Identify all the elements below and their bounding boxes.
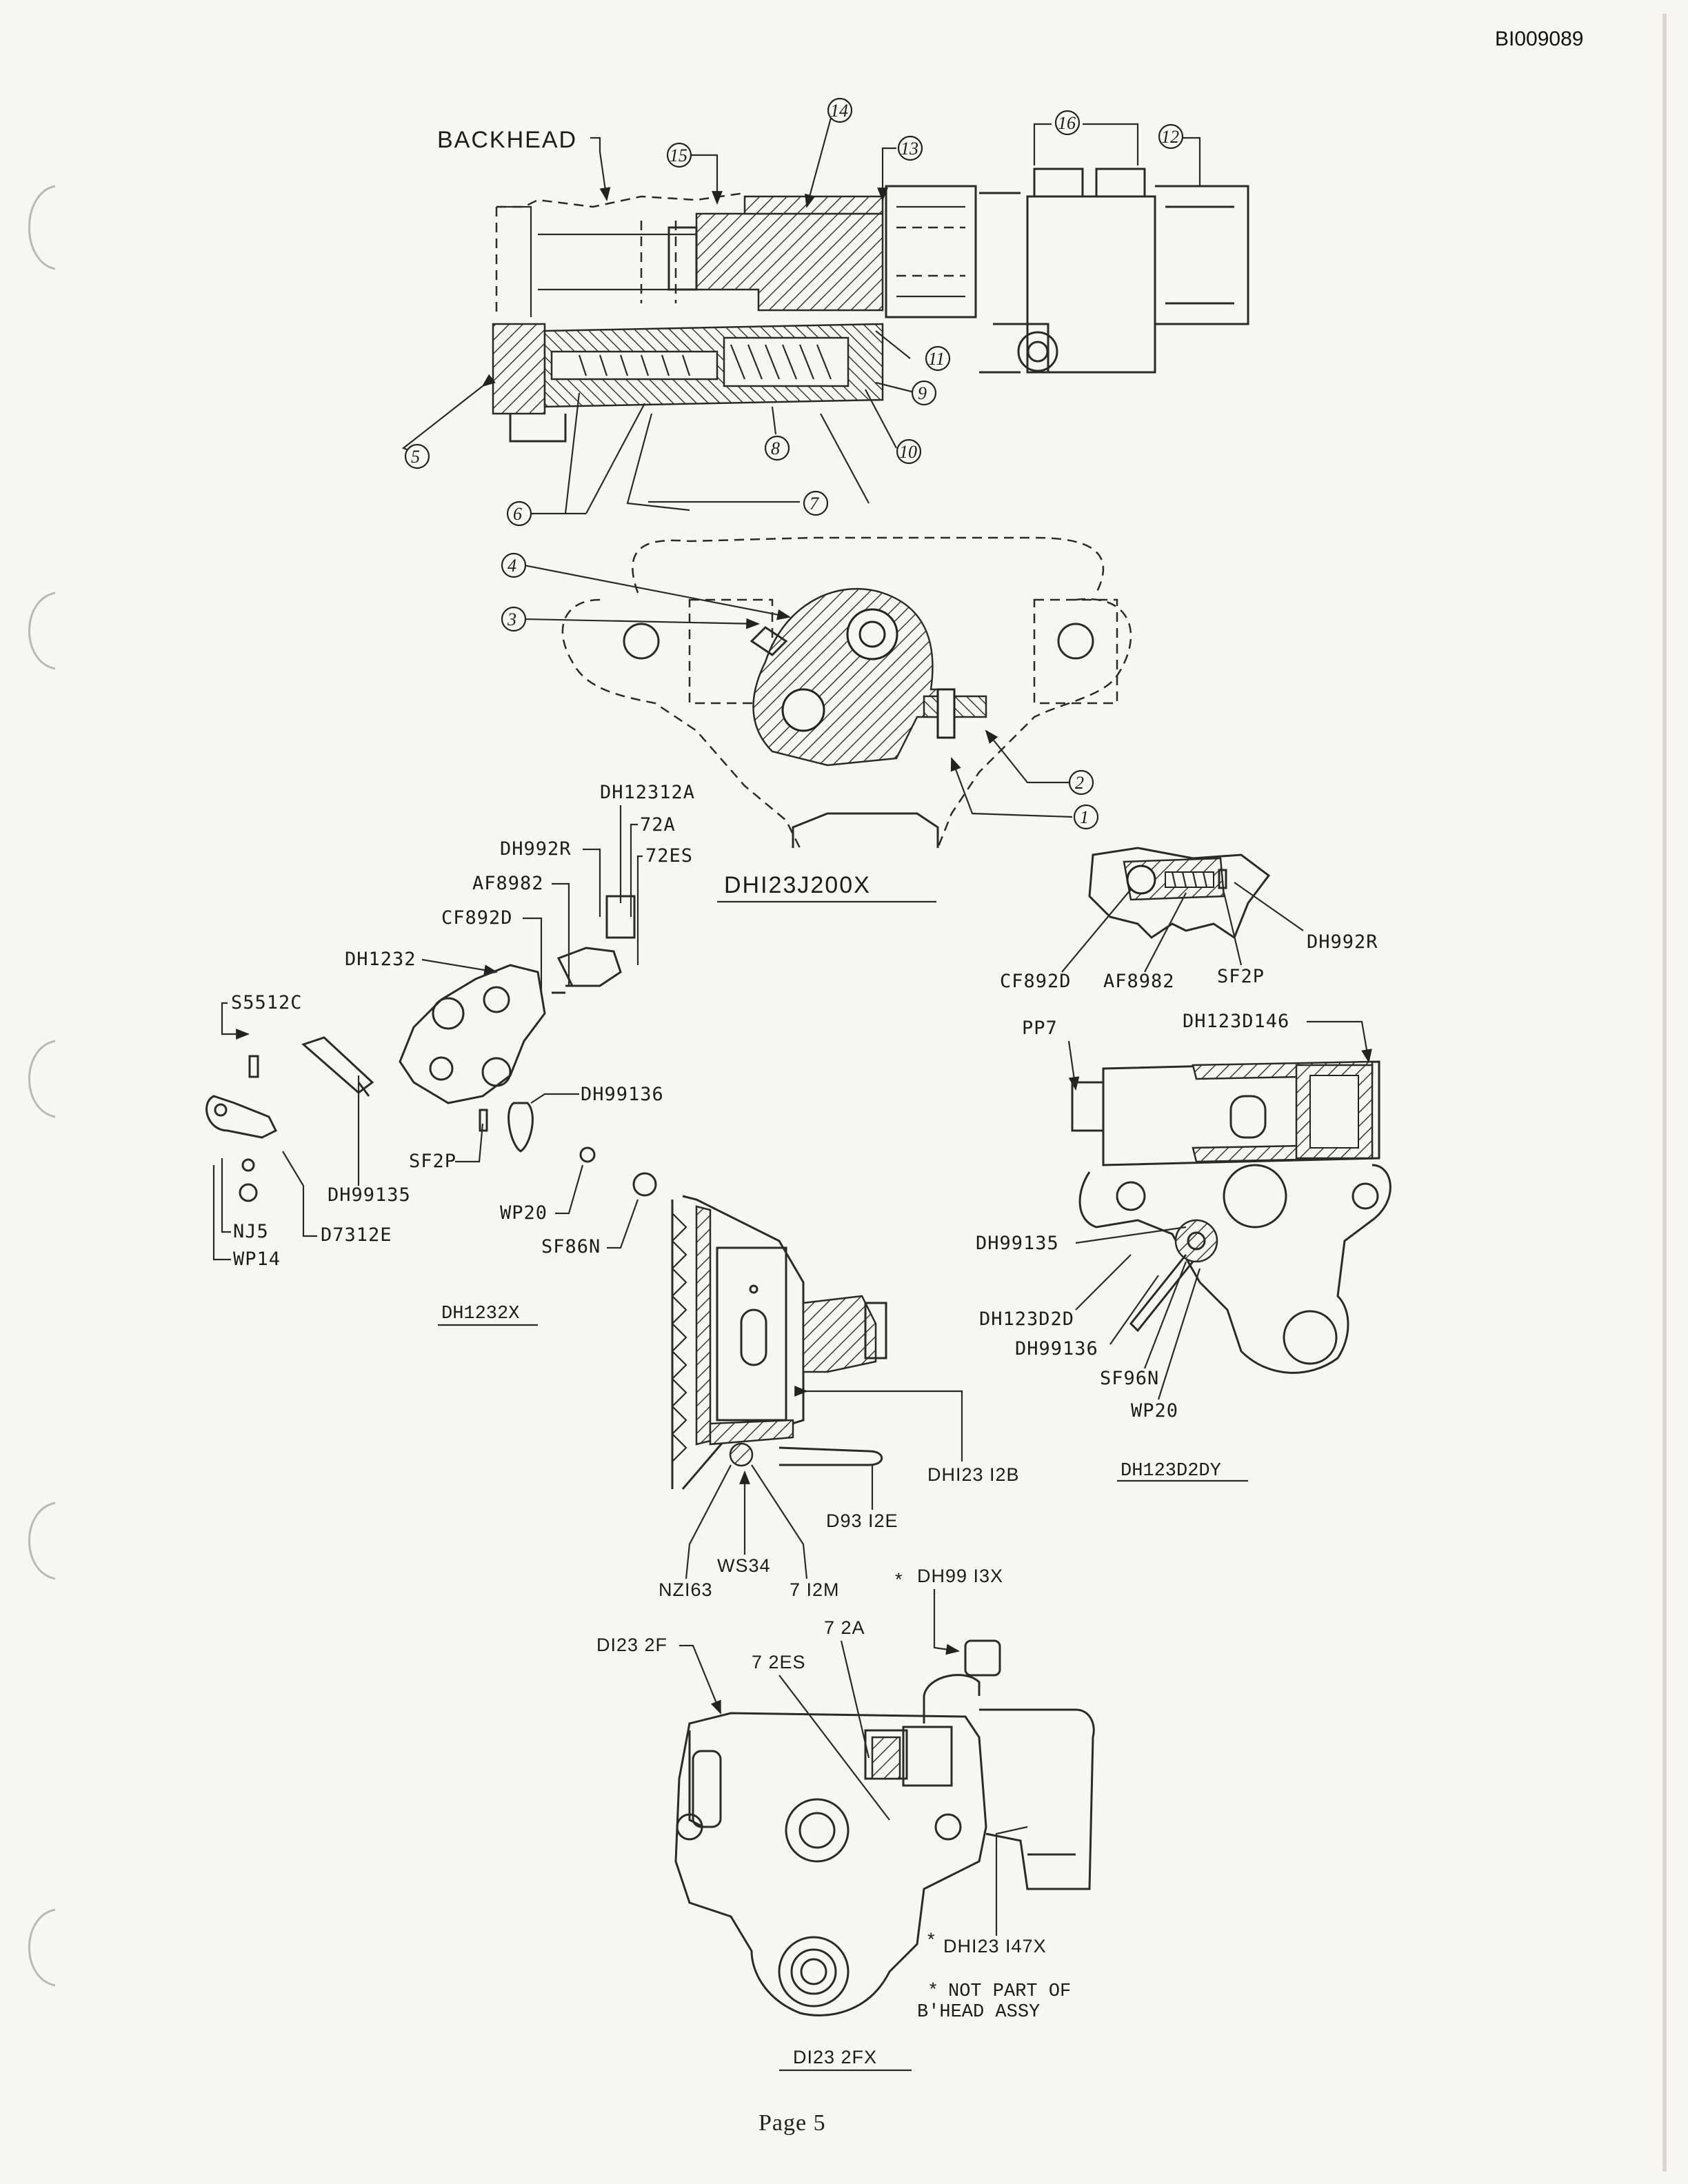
svg-text:16: 16 [1058,113,1076,133]
svg-text:9: 9 [918,383,927,403]
label-pp7: PP7 [1022,1018,1058,1039]
svg-text:15: 15 [670,145,687,165]
label-sf2p: SF2P [409,1151,456,1172]
exploded-view: DH12312A 72A 72ES DH992R AF8982 CF892D D… [205,782,695,1326]
detail-label-dh992r: DH992R [1307,931,1378,953]
asterisk-mark: * [895,1569,903,1590]
detail-view: CF892D AF8982 SF2P DH992R [1000,847,1378,992]
valve-assembly-caption: DHI23J200X [724,872,871,898]
svg-text:11: 11 [928,349,945,369]
label-d9312e: D93 I2E [826,1510,898,1531]
svg-text:12: 12 [1161,127,1179,147]
bottom-assembly-view: * DH99 I3X 7 2A 7 2ES DI23 2F * DHI23 I4… [596,1566,1095,2072]
label-nj5: NJ5 [233,1221,269,1242]
side-assembly-caption: DH123D2DY [1121,1461,1221,1482]
label-dh992r: DH992R [500,838,572,860]
label-dh1232: DH1232 [345,949,416,970]
svg-text:6: 6 [513,504,522,524]
svg-text:10: 10 [899,442,917,462]
label-af8982: AF8982 [472,873,544,894]
detail-label-cf892d: CF892D [1000,971,1072,992]
bottom-assembly-caption: DI23 2FX [793,2047,877,2067]
center-section-view: DHI23 I2B D93 I2E WS34 NZI63 7 I2M [659,1195,1020,1600]
asterisk-mark-2: * [927,1929,936,1950]
backhead-label: BACKHEAD [437,127,577,153]
document-id: BI009089 [1495,28,1583,50]
label-sf86n: SF86N [541,1236,601,1257]
label-d1232f: DI23 2F [596,1635,667,1655]
svg-text:14: 14 [830,101,848,121]
label-sf96n: SF96N [1100,1368,1159,1389]
label-712m: 7 I2M [790,1579,840,1600]
label-cf892d: CF892D [441,907,513,929]
label-dh123d2d: DH123D2D [979,1308,1074,1330]
svg-text:2: 2 [1075,773,1084,793]
label-side-dh99136: DH99136 [1015,1338,1098,1359]
label-wp14: WP14 [233,1248,281,1270]
side-assembly-view: PP7 DH123D146 DH99135 DH123D2D DH99136 S… [976,1011,1391,1482]
label-d7312e: D7312E [321,1224,392,1246]
label-dh12312a: DH12312A [600,782,695,803]
svg-text:1: 1 [1080,807,1089,827]
svg-text:7: 7 [810,494,819,514]
note-asterisk: * [927,1981,938,2002]
svg-text:4: 4 [508,556,516,576]
callouts: 5 6 7 8 9 10 11 12 13 14 15 16 [404,97,1184,527]
label-72a: 72A [640,814,676,836]
label-dh123d146: DH123D146 [1183,1011,1289,1032]
detail-label-af8982: AF8982 [1103,971,1175,992]
label-dh9913x: DH99 I3X [917,1566,1003,1586]
label-side-dh99135: DH99135 [976,1233,1059,1254]
label-dh12312b: DHI23 I2B [927,1464,1020,1485]
binder-holes [28,14,1667,2172]
label-ws34: WS34 [717,1555,771,1576]
label-wp20: WP20 [500,1202,547,1224]
note-line-2: B'HEAD ASSY [917,2002,1040,2023]
label-bottom-72a: 7 2A [824,1617,865,1638]
label-bottom-72es: 7 2ES [752,1652,806,1672]
page-number: Page 5 [758,2110,826,2136]
label-nz163: NZI63 [659,1579,713,1600]
detail-label-sf2p: SF2P [1217,966,1265,987]
svg-text:13: 13 [901,139,918,159]
label-side-wp20: WP20 [1131,1400,1178,1422]
backhead-section-view: BACKHEAD [401,97,1249,527]
note-line-1: NOT PART OF [948,1981,1071,2002]
label-s5512c: S5512C [231,992,303,1013]
valve-assembly-view: 4 3 2 1 DHI23J200X [501,536,1132,903]
svg-text:5: 5 [411,447,420,467]
label-dh99136: DH99136 [581,1084,664,1105]
exploded-caption: DH1232X [441,1304,519,1324]
label-dh123147x: DHI23 I47X [943,1936,1047,1957]
label-72es: 72ES [645,845,693,867]
label-dh99135: DH99135 [328,1184,411,1206]
svg-text:3: 3 [507,609,516,629]
svg-text:8: 8 [771,438,780,458]
